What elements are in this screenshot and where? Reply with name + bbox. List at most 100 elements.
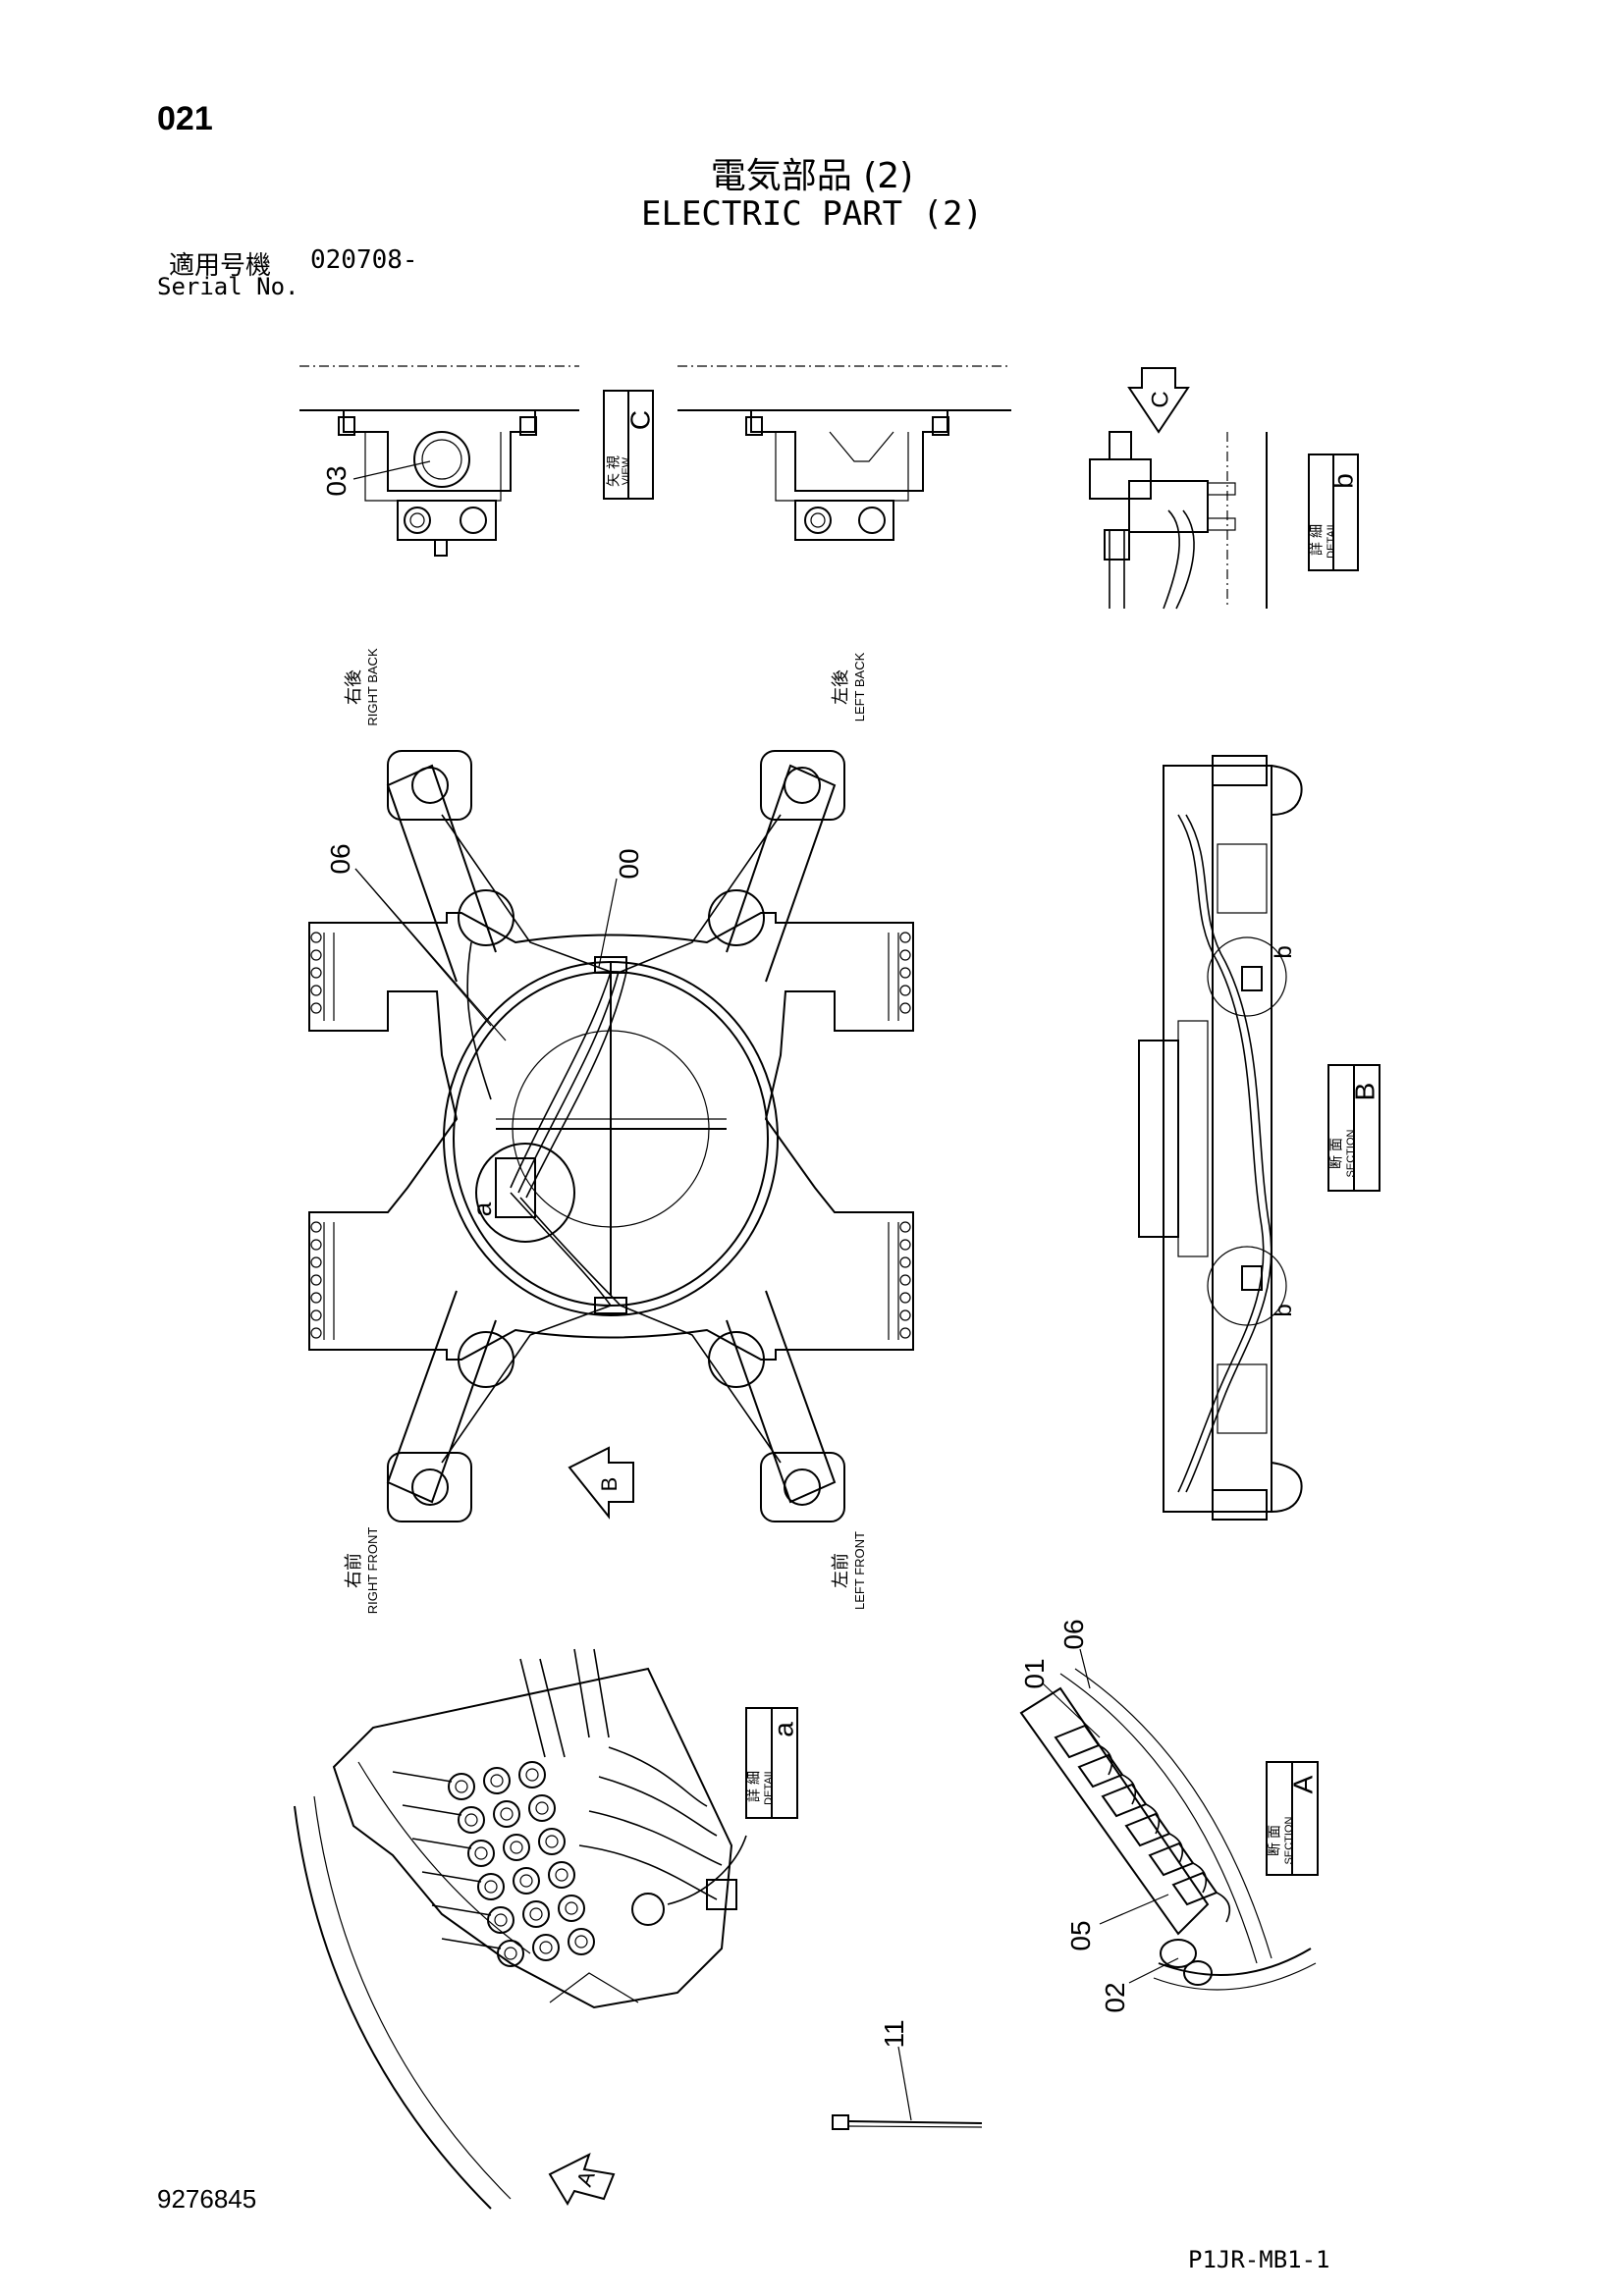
bolt-hole bbox=[899, 1292, 911, 1304]
clip-wire bbox=[1192, 1862, 1208, 1894]
clip bbox=[1148, 1842, 1195, 1877]
bolt-hole bbox=[310, 1221, 322, 1233]
svg-text:00: 00 bbox=[614, 848, 644, 879]
callout-11: 11 bbox=[879, 2019, 912, 2121]
clip-wire bbox=[1145, 1803, 1161, 1835]
terminal-circle bbox=[538, 1828, 566, 1855]
detail-b-label: b 詳 細 DETAIL bbox=[1308, 454, 1359, 571]
svg-text:05: 05 bbox=[1065, 1920, 1096, 1950]
terminal-center bbox=[539, 1941, 553, 1954]
bolt-hole bbox=[899, 967, 911, 979]
terminal-circle bbox=[448, 1773, 475, 1800]
svg-text:B: B bbox=[597, 1477, 622, 1492]
bolt-hole bbox=[310, 932, 322, 943]
svg-text:06: 06 bbox=[1058, 1619, 1089, 1649]
svg-text:詳 細: 詳 細 bbox=[746, 1771, 762, 1802]
svg-text:a: a bbox=[768, 1722, 798, 1737]
terminal-center bbox=[490, 1774, 504, 1788]
bolt-hole bbox=[310, 1274, 322, 1286]
callout-02: 02 bbox=[1100, 1957, 1179, 2013]
view-c-label: C 矢 視 VIEW bbox=[603, 390, 655, 500]
detail-b-drawing bbox=[1089, 431, 1268, 610]
svg-text:断 面: 断 面 bbox=[1267, 1825, 1282, 1856]
terminal-wire bbox=[441, 1938, 502, 1949]
bolt-hole bbox=[899, 1327, 911, 1339]
serial-number: 020708- bbox=[310, 245, 418, 275]
terminal-center bbox=[494, 1913, 508, 1927]
terminal-block-grid bbox=[392, 1761, 595, 1967]
label-left-back: 左後 LEFT BACK bbox=[831, 652, 867, 721]
callout-03: 03 bbox=[321, 465, 352, 496]
callout-06-section: 06 bbox=[1058, 1619, 1091, 1689]
svg-text:RIGHT BACK: RIGHT BACK bbox=[365, 648, 380, 726]
clip-wire bbox=[1216, 1892, 1231, 1923]
terminal-circle bbox=[487, 1906, 514, 1934]
terminal-wire bbox=[421, 1871, 482, 1883]
bolt-hole bbox=[310, 1256, 322, 1268]
terminal-circle bbox=[477, 1873, 505, 1900]
bolt-hole bbox=[310, 1002, 322, 1014]
section-a-label: A 断 面 SECTION bbox=[1266, 1761, 1319, 1876]
view-c-letter: C bbox=[624, 410, 655, 430]
page-title-en: ELECTRIC PART (2) bbox=[641, 194, 983, 234]
terminal-center bbox=[555, 1868, 568, 1882]
terminal-circle bbox=[568, 1928, 595, 1955]
bolt-hole bbox=[899, 932, 911, 943]
terminal-center bbox=[525, 1768, 539, 1782]
terminal-wire bbox=[411, 1838, 472, 1849]
view-c-opposite-side bbox=[677, 365, 1011, 541]
bolt-hole bbox=[899, 949, 911, 961]
svg-text:詳 細: 詳 細 bbox=[1309, 524, 1325, 556]
callout-06-main: 06 bbox=[325, 843, 507, 1041]
svg-text:断 面: 断 面 bbox=[1328, 1138, 1344, 1169]
svg-text:左前: 左前 bbox=[831, 1553, 850, 1588]
ref-b-upper: b bbox=[1271, 945, 1297, 958]
bolt-hole bbox=[310, 1327, 322, 1339]
svg-text:右後: 右後 bbox=[344, 669, 363, 705]
terminal-circle bbox=[458, 1806, 485, 1834]
terminal-circle bbox=[503, 1834, 530, 1861]
terminal-circle bbox=[522, 1900, 550, 1928]
detail-a-label: a 詳 細 DETAIL bbox=[745, 1707, 798, 1819]
clip bbox=[1124, 1812, 1171, 1847]
label-left-front: 左前 LEFT FRONT bbox=[831, 1531, 867, 1610]
terminal-center bbox=[504, 1947, 517, 1960]
bolt-hole bbox=[899, 1239, 911, 1251]
svg-text:右前: 右前 bbox=[344, 1553, 363, 1588]
bolt-hole bbox=[899, 1274, 911, 1286]
bolt-hole bbox=[310, 1309, 322, 1321]
terminal-circle bbox=[513, 1867, 540, 1895]
terminal-center bbox=[464, 1813, 478, 1827]
clip bbox=[1171, 1871, 1218, 1906]
terminal-center bbox=[474, 1846, 488, 1860]
terminal-center bbox=[484, 1880, 498, 1894]
svg-text:DETAIL: DETAIL bbox=[763, 1768, 775, 1805]
sheet-code: P1JR-MB1-1 bbox=[1188, 2246, 1330, 2273]
svg-text:11: 11 bbox=[879, 2019, 909, 2048]
terminal-circle bbox=[558, 1895, 585, 1922]
callout-05: 05 bbox=[1065, 1894, 1169, 1951]
bolt-hole bbox=[310, 1292, 322, 1304]
terminal-center bbox=[519, 1874, 533, 1888]
callout-01: 01 bbox=[1019, 1658, 1101, 1738]
view-arrow-b: B bbox=[568, 1446, 634, 1520]
bolt-hole bbox=[899, 1221, 911, 1233]
svg-text:左後: 左後 bbox=[831, 669, 850, 705]
bolt-hole bbox=[899, 1002, 911, 1014]
terminal-circle bbox=[467, 1840, 495, 1867]
terminal-circle bbox=[483, 1767, 511, 1794]
svg-text:01: 01 bbox=[1019, 1658, 1050, 1688]
terminal-circle bbox=[497, 1940, 524, 1967]
serial-label-jp: 適用号機 bbox=[169, 251, 272, 281]
terminal-center bbox=[500, 1807, 514, 1821]
ref-a-main: a bbox=[467, 1201, 497, 1216]
bolt-hole bbox=[899, 1256, 911, 1268]
part-code: 9276845 bbox=[157, 2184, 257, 2214]
svg-text:a: a bbox=[467, 1201, 497, 1216]
svg-text:b: b bbox=[1327, 473, 1358, 489]
terminal-circle bbox=[493, 1800, 520, 1828]
section-a-clips bbox=[1054, 1724, 1231, 1923]
clip bbox=[1101, 1783, 1148, 1818]
section-a-drawing bbox=[1019, 1668, 1317, 1991]
